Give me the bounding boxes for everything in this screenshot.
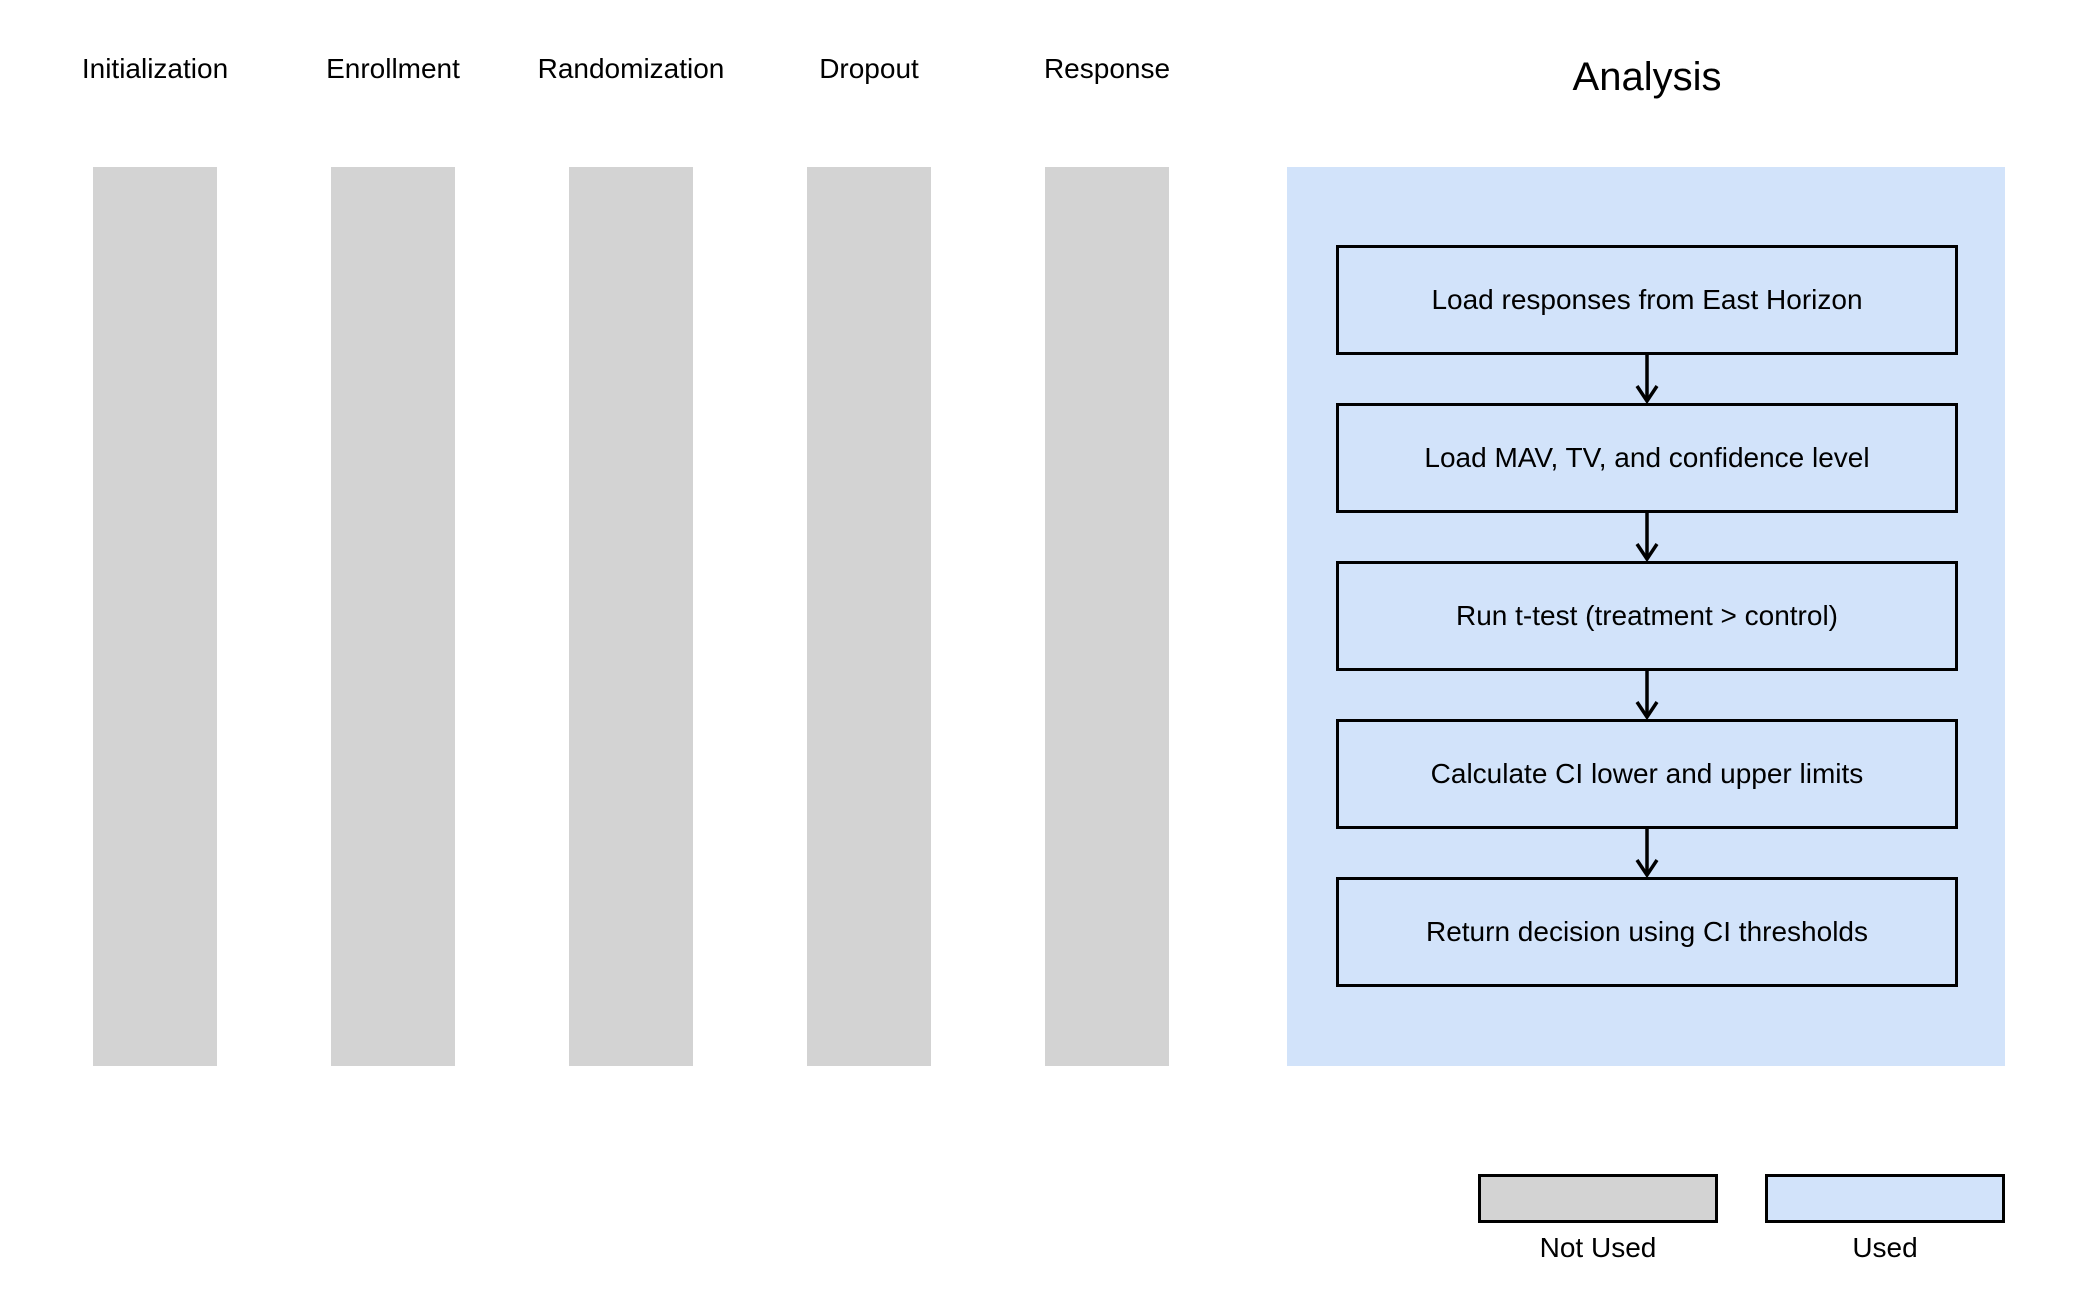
stage-column-randomization xyxy=(569,167,693,1066)
down-arrow-icon xyxy=(1635,671,1659,719)
legend-swatch-used xyxy=(1765,1174,2005,1223)
down-arrow-icon xyxy=(1635,355,1659,403)
down-arrow-icon xyxy=(1635,513,1659,561)
flow-box-return-decision: Return decision using CI thresholds xyxy=(1336,877,1958,987)
stage-label-initialization: Initialization xyxy=(81,53,229,84)
legend-label-not-used: Not Used xyxy=(1539,1232,1657,1263)
analysis-title: Analysis xyxy=(1572,55,1722,99)
down-arrow-icon xyxy=(1635,829,1659,877)
flow-box-label: Run t-test (treatment > control) xyxy=(1455,600,1839,631)
legend-label-used: Used xyxy=(1852,1232,1918,1263)
flow-box-label: Return decision using CI thresholds xyxy=(1425,916,1868,947)
flow-box-label: Load MAV, TV, and confidence level xyxy=(1424,442,1870,473)
flow-box-load-parameters: Load MAV, TV, and confidence level xyxy=(1336,403,1958,513)
flow-box-load-responses: Load responses from East Horizon xyxy=(1336,245,1958,355)
stage-label-randomization: Randomization xyxy=(537,53,725,84)
legend-swatch-not-used xyxy=(1478,1174,1718,1223)
flow-box-label: Calculate CI lower and upper limits xyxy=(1430,758,1864,789)
flow-box-label: Load responses from East Horizon xyxy=(1431,284,1863,315)
stage-column-dropout xyxy=(807,167,931,1066)
flow-box-calculate-ci: Calculate CI lower and upper limits xyxy=(1336,719,1958,829)
stage-column-response xyxy=(1045,167,1169,1066)
flow-box-run-ttest: Run t-test (treatment > control) xyxy=(1336,561,1958,671)
stage-label-dropout: Dropout xyxy=(819,53,919,84)
stage-label-response: Response xyxy=(1043,53,1171,84)
stage-column-enrollment xyxy=(331,167,455,1066)
stage-label-enrollment: Enrollment xyxy=(326,53,460,84)
stage-column-initialization xyxy=(93,167,217,1066)
